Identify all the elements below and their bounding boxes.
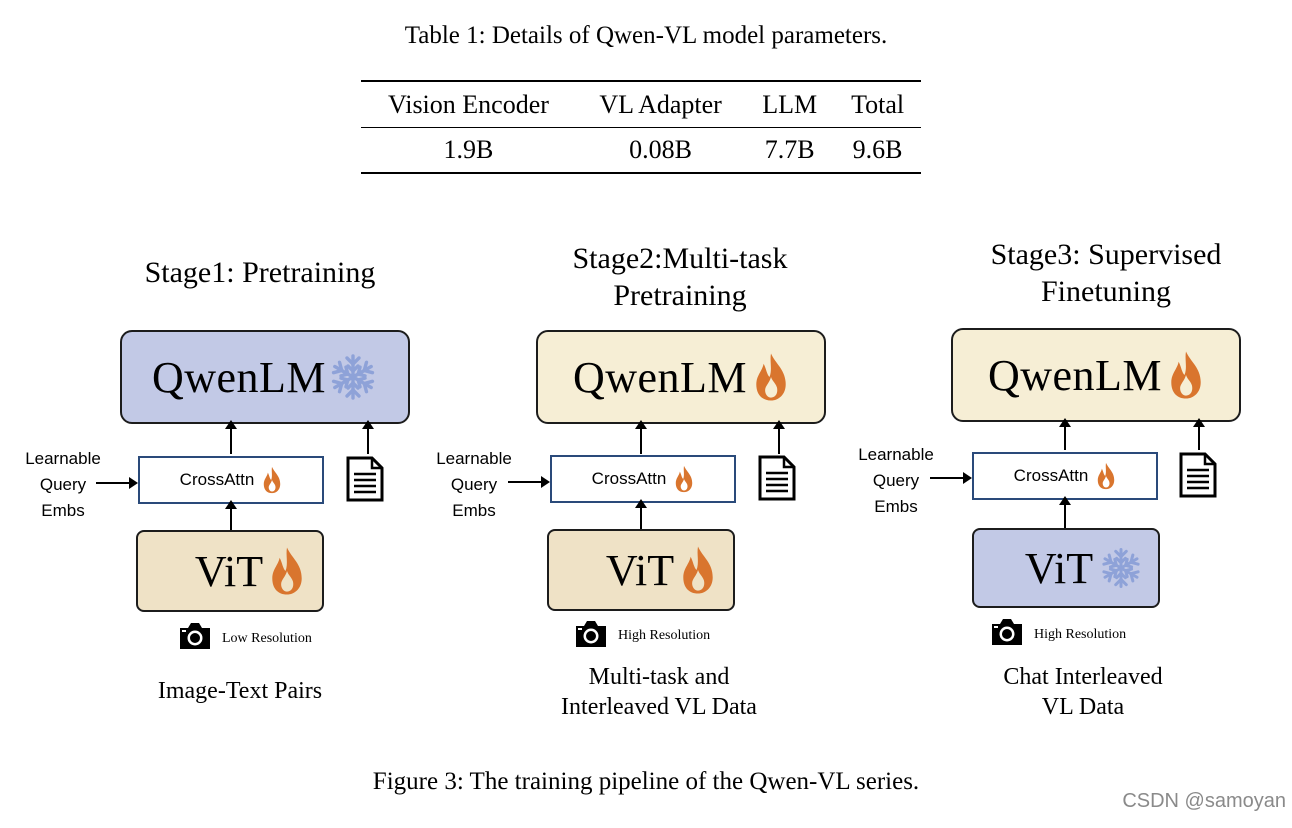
query-label-line3: Embs <box>874 497 918 516</box>
snowflake-icon <box>328 352 378 402</box>
cell-vision-encoder: 1.9B <box>443 135 494 164</box>
stage3-crossattn-label: CrossAttn <box>1013 466 1089 485</box>
fire-icon <box>674 465 694 493</box>
stage2-arrow-adapter-to-lm <box>635 420 647 454</box>
fire-icon <box>753 352 789 402</box>
camera-icon <box>177 621 213 651</box>
stage2-query-label: Learnable Query Embs <box>419 446 529 524</box>
stage3-title-line1: Stage3: Supervised <box>990 238 1222 271</box>
col-header-total: Total <box>851 89 905 119</box>
stage2-qwenlm-box: QwenLM <box>536 330 826 424</box>
stage2-title-line2: Pretraining <box>613 279 747 312</box>
stage2-resolution-label: High Resolution <box>618 628 711 643</box>
document-icon <box>345 456 385 502</box>
table-header-row: Vision Encoder VL Adapter LLM Total <box>361 81 921 128</box>
stage2-vit-label: ViT <box>605 545 675 595</box>
stage1-qwenlm-label: QwenLM <box>151 352 327 402</box>
stage2-crossattn-label: CrossAttn <box>591 469 667 488</box>
cell-total: 9.6B <box>852 135 903 164</box>
stage1-arrow-query-to-adapter <box>96 477 138 489</box>
stage2-arrow-query-to-adapter <box>508 476 550 488</box>
stage1-query-label: Learnable Query Embs <box>8 446 118 524</box>
stage3-vit-box: ViT <box>972 528 1160 608</box>
query-label-line2: Query <box>450 475 498 494</box>
stage3-arrow-adapter-to-lm <box>1059 418 1071 450</box>
document-icon <box>1178 452 1218 498</box>
stage1-title-line1: Stage1: Pretraining <box>144 256 376 289</box>
query-label-line2: Query <box>39 475 87 494</box>
query-label-line3: Embs <box>452 501 496 520</box>
stage3-qwenlm-box: QwenLM <box>951 328 1241 422</box>
stage2-title-line1: Stage2:Multi-task <box>572 242 788 275</box>
stage1-data-line1: Image-Text Pairs <box>157 678 323 704</box>
camera-icon <box>573 619 609 649</box>
table-row: 1.9B 0.08B 7.7B 9.6B <box>361 128 921 173</box>
stage1-title: Stage1: Pretraining <box>90 254 430 291</box>
stage2-title: Stage2:Multi-task Pretraining <box>510 240 850 314</box>
fire-icon <box>1168 350 1204 400</box>
stage2-arrow-text-to-lm <box>773 420 785 454</box>
stage3-data-line1: Chat Interleaved <box>1003 664 1163 690</box>
stage3-data-label: Chat Interleaved VL Data <box>933 662 1233 722</box>
watermark: CSDN @samoyan <box>1122 790 1286 812</box>
stage1-arrow-text-to-lm <box>362 420 374 454</box>
query-label-line1: Learnable <box>25 449 101 468</box>
stage1-qwenlm-box: QwenLM <box>120 330 410 424</box>
stage1-vit-label: ViT <box>194 546 264 596</box>
stage1-vit-box: ViT <box>136 530 324 612</box>
stage3-query-label: Learnable Query Embs <box>841 442 951 520</box>
fire-icon <box>1096 462 1116 490</box>
stage3-arrow-query-to-adapter <box>930 472 972 484</box>
parameter-table: Vision Encoder VL Adapter LLM Total 1.9B… <box>361 80 921 174</box>
stage2-vit-box: ViT <box>547 529 735 611</box>
stage1-arrow-adapter-to-lm <box>225 420 237 454</box>
col-header-llm: LLM <box>762 89 818 119</box>
camera-icon <box>989 617 1025 647</box>
snowflake-icon <box>1099 546 1143 590</box>
stage3-title: Stage3: Supervised Finetuning <box>936 236 1276 310</box>
stage1-data-label: Image-Text Pairs <box>90 676 390 706</box>
stage3-resolution-label: High Resolution <box>1034 627 1127 642</box>
cell-llm: 7.7B <box>764 135 815 164</box>
stage3-title-line2: Finetuning <box>1040 275 1171 308</box>
figure-caption: Figure 3: The training pipeline of the Q… <box>372 768 920 795</box>
document-icon <box>757 455 797 501</box>
stage1-crossattn-label: CrossAttn <box>179 470 255 489</box>
cell-vl-adapter: 0.08B <box>629 135 692 164</box>
stage1-arrow-vit-to-adapter <box>225 500 237 530</box>
stage1-resolution-label: Low Resolution <box>222 631 312 646</box>
stage3-vit-label: ViT <box>1024 543 1094 593</box>
stage3-arrow-text-to-lm <box>1193 418 1205 450</box>
stage3-data-line2: VL Data <box>1041 694 1125 720</box>
stage2-data-line2: Interleaved VL Data <box>561 694 757 720</box>
fire-icon <box>680 545 716 595</box>
stage2-data-label: Multi-task and Interleaved VL Data <box>509 662 809 722</box>
query-label-line2: Query <box>872 471 920 490</box>
stage3-arrow-vit-to-adapter <box>1059 496 1071 528</box>
fire-icon <box>262 466 282 494</box>
stage2-crossattn-box: CrossAttn <box>550 455 736 503</box>
stage1-crossattn-box: CrossAttn <box>138 456 324 504</box>
stage3-crossattn-box: CrossAttn <box>972 452 1158 500</box>
col-header-vl-adapter: VL Adapter <box>599 89 722 119</box>
stage2-arrow-vit-to-adapter <box>635 499 647 529</box>
col-header-vision-encoder: Vision Encoder <box>388 89 549 119</box>
query-label-line1: Learnable <box>858 445 934 464</box>
table-caption: Table 1: Details of Qwen-VL model parame… <box>404 22 888 49</box>
query-label-line3: Embs <box>41 501 85 520</box>
stage2-data-line1: Multi-task and <box>588 664 730 690</box>
query-label-line1: Learnable <box>436 449 512 468</box>
stage2-qwenlm-label: QwenLM <box>572 352 748 402</box>
stage3-qwenlm-label: QwenLM <box>987 350 1163 400</box>
fire-icon <box>269 546 305 596</box>
